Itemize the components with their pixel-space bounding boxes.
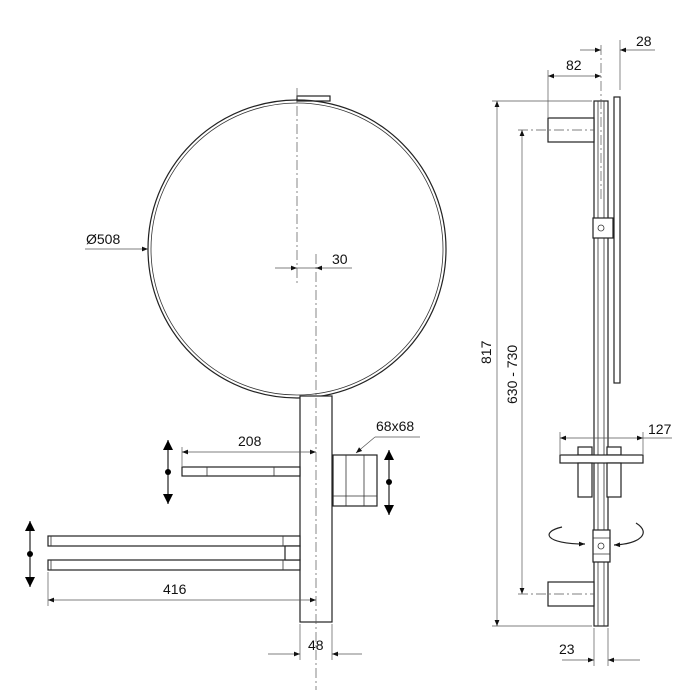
rotation-arrow-right: [613, 522, 644, 548]
rotation-arrow-left: [548, 526, 586, 547]
shelf-width-label: 208: [238, 433, 262, 449]
rail-width-label: 23: [559, 641, 575, 657]
post-width-label: 48: [308, 637, 324, 653]
shelf-depth-label: 127: [648, 421, 672, 437]
rotating-clamp: [592, 529, 611, 563]
mount-range-label: 630 - 730: [504, 345, 520, 404]
front-view: Ø508 30 208 68x68: [25, 88, 447, 690]
towel-bars: [47, 535, 301, 571]
total-height-label: 817: [478, 340, 494, 364]
cup-holder: [332, 454, 378, 507]
mirror-clamp: [592, 217, 614, 239]
towel-bar-length-label: 416: [163, 581, 187, 597]
diameter-label: Ø508: [86, 231, 120, 247]
shelf-side: [559, 446, 644, 498]
glass-shelf: [181, 466, 301, 477]
offset-label: 30: [332, 251, 348, 267]
cup-size-label: 68x68: [376, 418, 414, 434]
bracket-depth-label: 82: [566, 57, 582, 73]
mirror-side: [613, 96, 621, 384]
mirror-depth-label: 28: [636, 33, 652, 49]
side-view: 28 82 817 630 - 730 127 23: [478, 33, 672, 666]
